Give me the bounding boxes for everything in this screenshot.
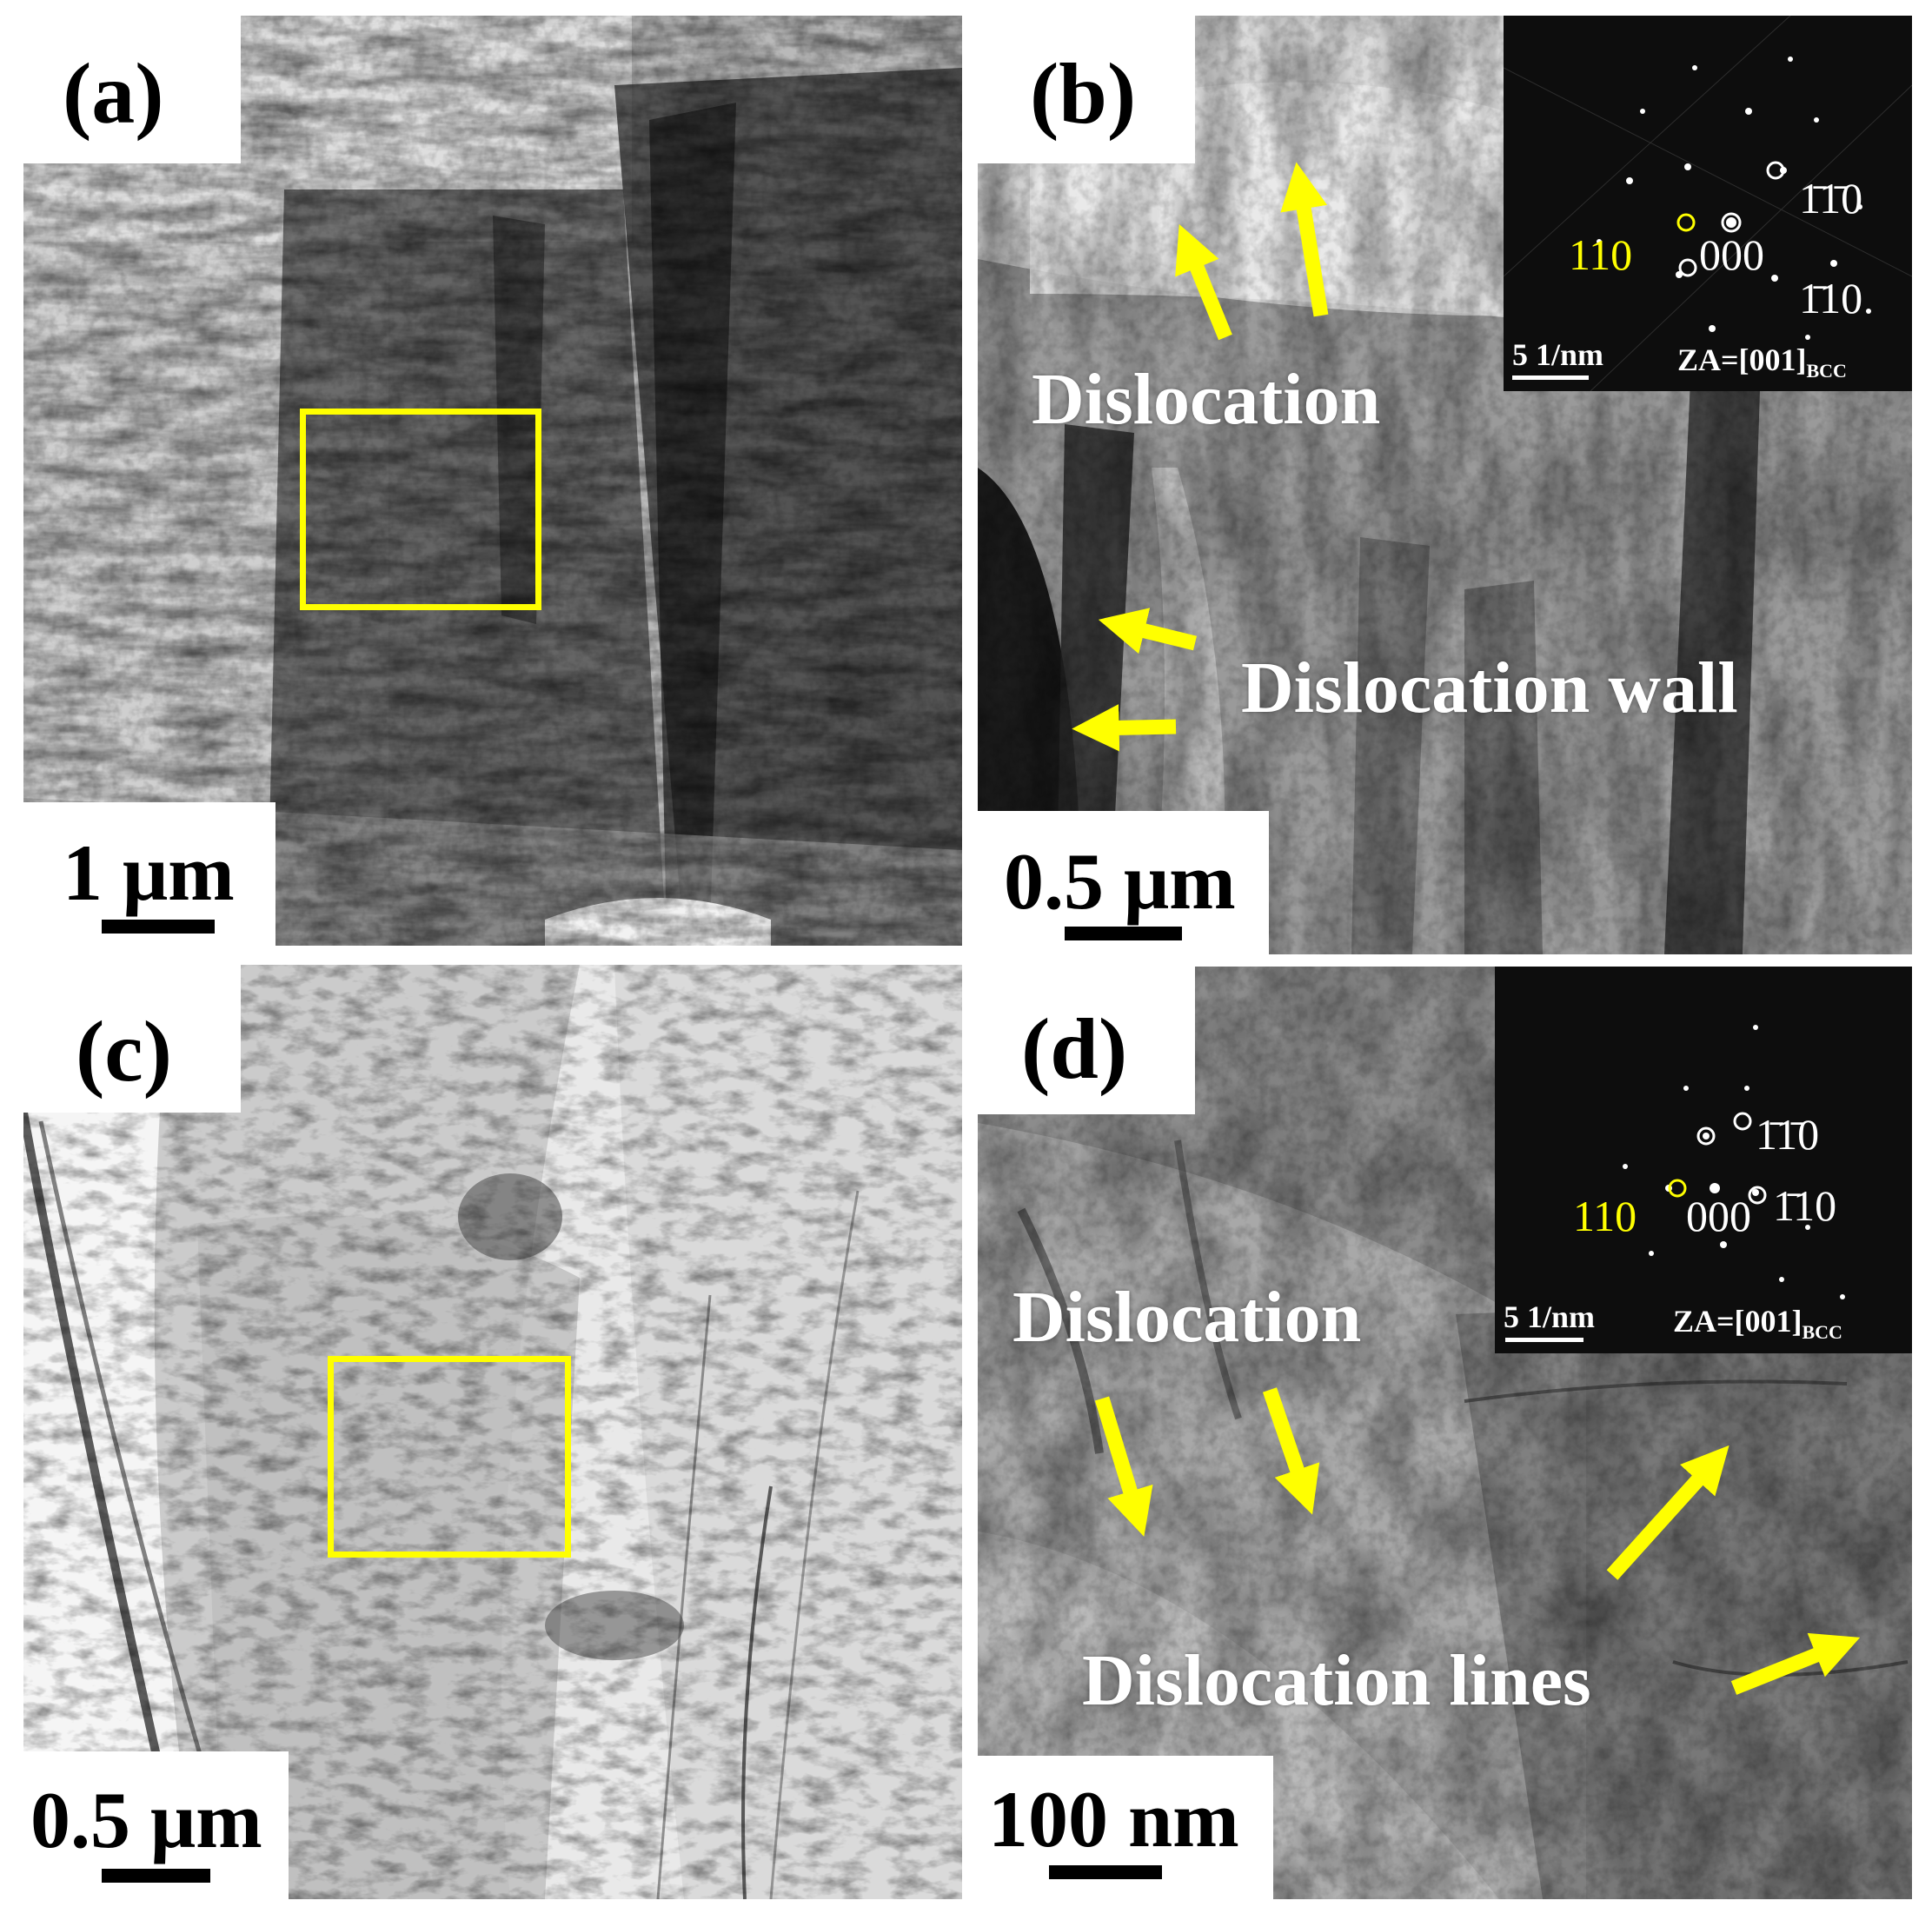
panel-b-inset-index-000: 000 [1699,230,1764,279]
panel-d-inset-index-top: 1̄1̄0 [1756,1110,1820,1159]
panel-d-label-background [978,967,1195,1114]
panel-a-micrograph [23,16,962,946]
panel-c-label: (c) [76,1003,172,1100]
panel-b-inset-index-110: 110 [1569,230,1633,279]
panel-b-annotation-dislocation: Dislocation [1032,359,1381,440]
panel-b-label-background [978,16,1195,163]
panel-d-inset-index-110: 110 [1573,1192,1637,1240]
panel-d-inset-index-000: 000 [1686,1192,1751,1240]
panel-b: (b) 0.5 μm Dislocation Dislocation wall [978,16,1912,954]
panel-a-roi-box [300,409,541,610]
panel-d-label: (d) [1021,1000,1128,1097]
panel-c-micrograph [23,965,962,1899]
panel-b-inset-index-top: 1̄1̄0 [1799,174,1863,223]
panel-a-label: (a) [63,45,164,142]
panel-d-annotation-dislocation-lines: Dislocation lines [1082,1640,1591,1721]
panel-d-inset-scale-text: 5 1/nm [1504,1299,1596,1334]
panel-c-label-background [23,965,241,1113]
panel-d-annotation-dislocation: Dislocation [1012,1277,1362,1358]
panel-b-label: (b) [1030,45,1137,142]
panel-d-diffraction-inset: 110 000 1̄1̄0 1̄10 5 1/nm ZA=[001]BCC [1495,967,1912,1353]
panel-b-inset-index-bottom: 1̄10 [1799,274,1863,322]
panel-d-inset-scale-bar [1505,1338,1583,1342]
panel-b-inset-scale-text: 5 1/nm [1512,337,1604,372]
panel-c-scale-bar [102,1869,210,1883]
panel-c: (c) 0.5 μm [23,965,962,1899]
panel-a: (a) 1 μm [23,16,962,946]
panel-a-scale-bar [102,920,215,934]
panel-c-scale-text: 0.5 μm [30,1776,262,1864]
panel-d-scale-bar [1049,1865,1162,1879]
panel-b-scale-bar [1065,927,1182,940]
panel-c-roi-box [328,1356,571,1558]
panel-b-inset-zone-axis: ZA=[001]BCC [1677,342,1847,382]
panel-a-label-background [23,16,241,163]
panel-d-inset-zone-axis: ZA=[001]BCC [1673,1304,1842,1344]
panel-b-diffraction-inset: 110 000 1̄1̄0 1̄10 5 1/nm ZA=[001]BCC [1504,16,1912,391]
panel-d: (d) 100 nm Dislocation Dislocation lines [978,967,1912,1899]
panel-b-diffraction-pattern [1504,16,1912,391]
panel-a-scale-text: 1 μm [63,828,235,917]
panel-d-inset-index-right: 1̄10 [1773,1181,1837,1230]
panel-d-scale-text: 100 nm [988,1775,1239,1864]
panel-b-annotation-dislocation-wall: Dislocation wall [1241,648,1738,728]
panel-b-scale-text: 0.5 μm [1004,837,1236,926]
panel-b-inset-scale-bar [1512,375,1589,380]
panel-d-diffraction-pattern [1623,1025,1845,1299]
